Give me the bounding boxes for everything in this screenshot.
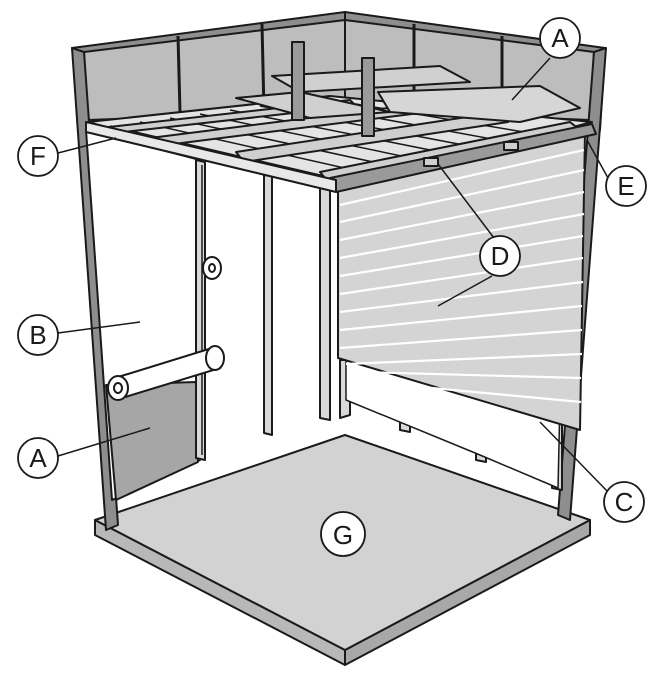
callout-g: G [320,511,366,557]
callout-d: D [479,235,521,277]
ceiling-insulation-slab [377,85,581,123]
ceiling-batten-edge [85,121,337,193]
leader-d-1 [437,163,495,239]
callout-label: A [29,443,47,473]
left-stud-1 [195,159,206,461]
callout-label: F [30,141,46,171]
callout-label: B [29,320,46,350]
callout-label: E [617,171,634,201]
leader-d-2 [437,275,493,307]
left-stud-3 [319,184,331,421]
ceiling [85,41,597,193]
leader-b [57,321,141,334]
callout-c: C [603,481,645,523]
vapour-barrier-roll [107,345,225,401]
post-left [291,41,305,121]
left-stud-2 [263,174,273,436]
leader-c [539,421,609,493]
panelling-boards [339,148,585,404]
leader-e [586,139,609,179]
leader-a-bottom [57,427,151,457]
callout-a-bottom: A [17,437,59,479]
callout-b: B [17,314,59,356]
leader-a-top [511,57,551,101]
callout-label: G [333,520,353,550]
leader-lines [57,57,609,493]
callout-label: C [615,487,634,517]
callout-f: F [17,135,59,177]
callout-label: D [491,241,510,271]
post-right [361,57,375,137]
callout-a-top: A [539,17,581,59]
leader-f [57,137,117,154]
callout-e: E [605,165,647,207]
callout-label: A [551,23,569,53]
